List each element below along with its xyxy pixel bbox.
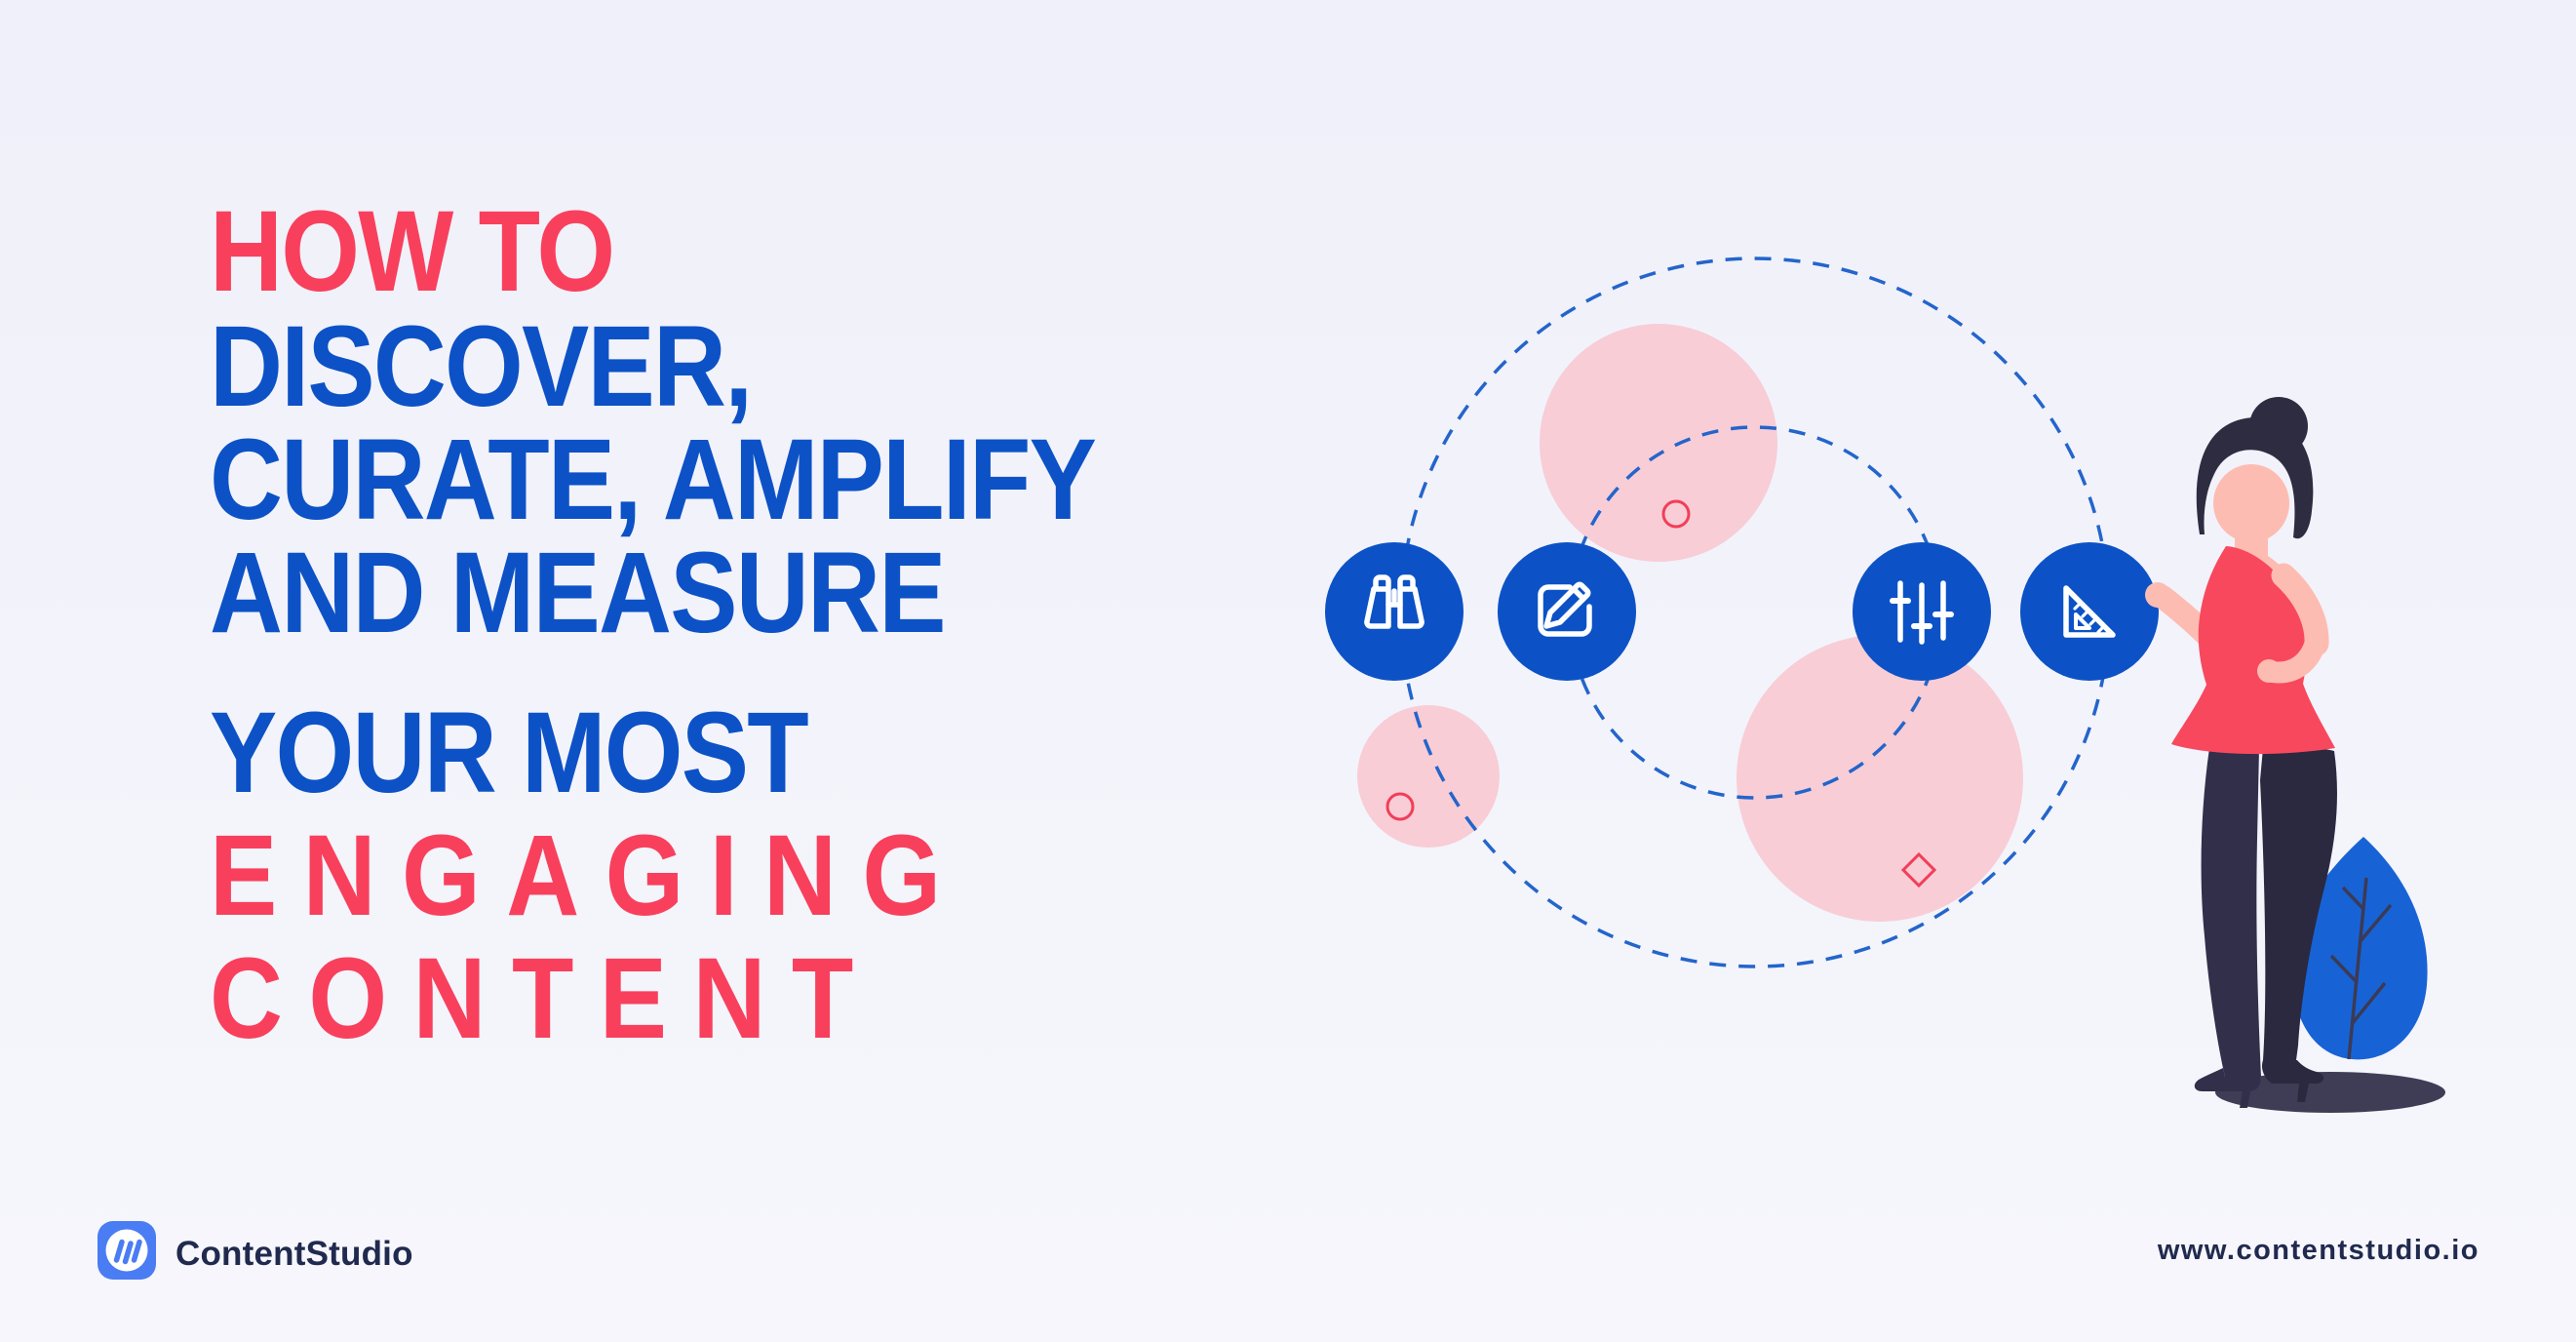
headline-line-1: HOW TO (210, 187, 615, 316)
brand-name: ContentStudio (176, 1235, 413, 1273)
pink-bubble-top (1540, 324, 1777, 562)
headline-line-4: AND MEASURE (210, 529, 946, 657)
icon-circle-measure (2020, 542, 2159, 681)
website-url: www.contentstudio.io (2157, 1235, 2479, 1266)
binoculars-icon (1364, 574, 1425, 629)
headline-line-5: YOUR MOST (210, 689, 809, 817)
contentstudio-logo-icon (98, 1221, 156, 1280)
red-circle-mark (1661, 499, 1691, 529)
headline-line-6: ENGAGING (210, 811, 967, 940)
icon-circle-amplify (1853, 542, 1991, 681)
pink-bubble-bottom-right (1737, 635, 2023, 922)
sliders-icon (1890, 580, 1954, 645)
headline-line-2: DISCOVER, (210, 302, 753, 431)
icon-circle-curate (1498, 542, 1636, 681)
icon-circle-discover (1325, 542, 1464, 681)
set-square-icon (2063, 585, 2116, 638)
logo-glyph (105, 1229, 148, 1272)
edit-pencil-icon (1538, 581, 1592, 637)
red-circle-mark (1386, 792, 1415, 821)
red-diamond-mark (1900, 851, 1937, 888)
pink-bubble-bottom-left (1357, 705, 1500, 848)
headline-line-7: CONTENT (210, 934, 879, 1063)
headline-line-3: CURATE, AMPLIFY (210, 415, 1097, 544)
